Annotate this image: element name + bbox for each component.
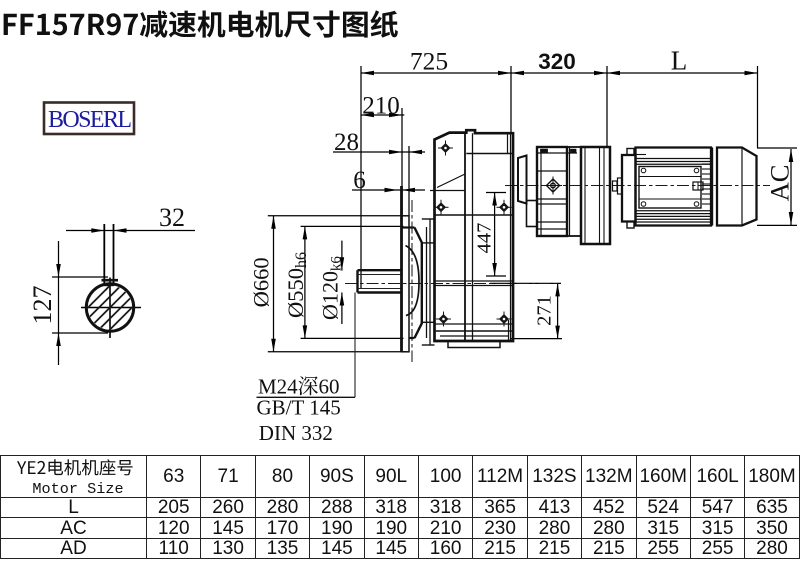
svg-text:Ø120k6: Ø120k6 <box>318 256 345 320</box>
svg-text:GB/T 145: GB/T 145 <box>257 396 341 420</box>
svg-text:L: L <box>671 46 688 76</box>
svg-text:AC: AC <box>765 165 795 202</box>
svg-text:M24: M24 <box>258 375 298 399</box>
svg-text:447: 447 <box>474 223 496 254</box>
svg-text:60: 60 <box>319 375 340 399</box>
svg-text:127: 127 <box>28 286 57 325</box>
svg-text:DIN 332: DIN 332 <box>259 421 333 445</box>
svg-text:Ø550h6: Ø550h6 <box>283 252 310 318</box>
svg-text:725: 725 <box>410 47 448 76</box>
svg-text:28: 28 <box>334 129 359 156</box>
svg-text:6: 6 <box>353 167 366 194</box>
svg-text:32: 32 <box>159 203 185 232</box>
svg-text:320: 320 <box>538 49 576 74</box>
svg-text:210: 210 <box>362 93 400 120</box>
svg-text:271: 271 <box>534 295 556 326</box>
svg-text:BOSERL: BOSERL <box>48 107 131 133</box>
svg-text:Ø660: Ø660 <box>249 257 274 307</box>
